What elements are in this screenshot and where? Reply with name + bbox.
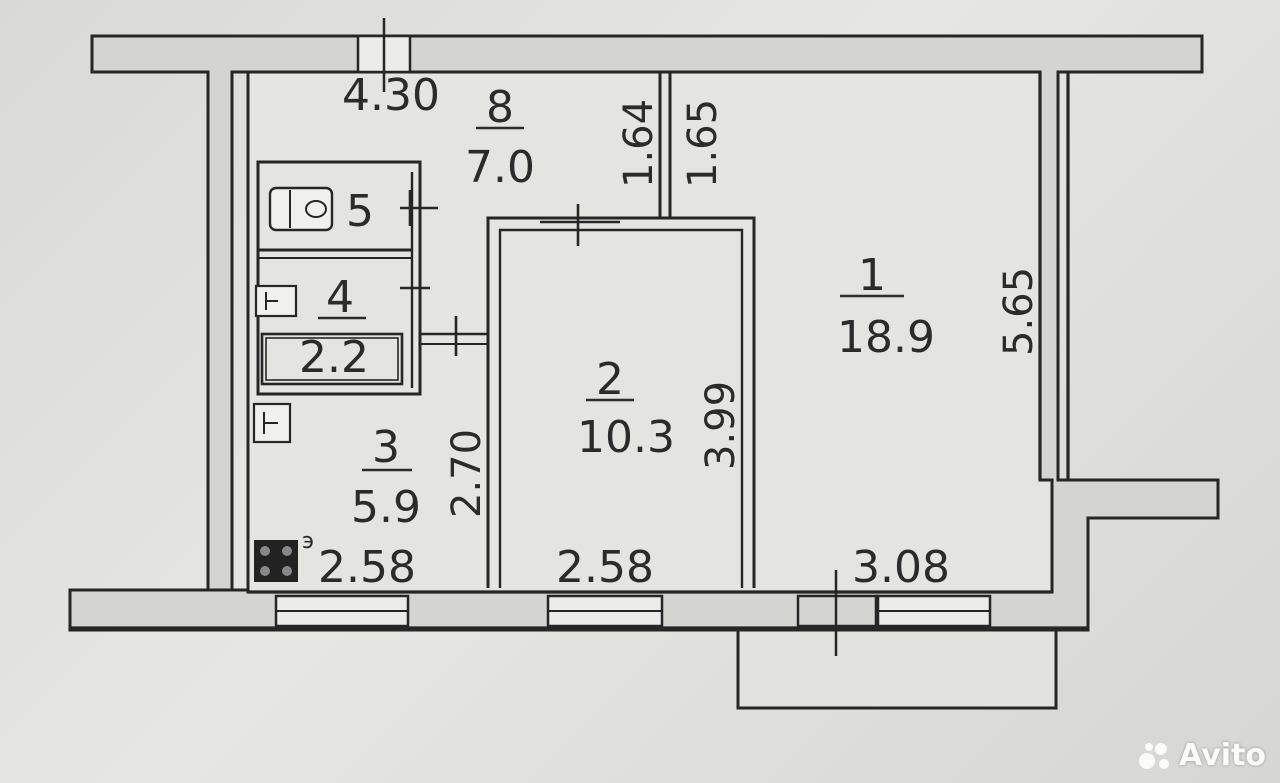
room-5-number: 5 [346,186,374,237]
room-1-number: 1 [858,250,886,301]
dim-room1-height: 5.65 [996,267,1042,356]
dim-room2-height: 3.99 [698,381,744,470]
avito-logo-icon [1139,741,1173,771]
door-marks [400,190,620,356]
exterior-walls [68,34,1220,632]
dim-room3-height: 2.70 [444,429,490,518]
labels: 4.30 8 7.0 1.64 1.65 5 4 2.2 3 5.9 2.70 … [299,70,1042,593]
dim-corridor-left: 1.64 [616,99,662,188]
room-3-area: 5.9 [351,482,421,533]
avito-text: Avito [1179,738,1266,773]
balcony [736,628,1058,710]
stove-icon [254,540,298,582]
room-4-number: 4 [326,272,354,323]
room-2-number: 2 [596,354,624,405]
avito-watermark: Avito [1139,738,1266,773]
kitchen-sink-icon [252,402,292,444]
dim-bottom-room2: 2.58 [556,542,654,593]
stove-mark: э [302,529,314,554]
sink-icon [254,284,298,318]
room-8-number: 8 [486,82,514,133]
toilet-icon [268,186,334,232]
room-1-area: 18.9 [837,312,935,363]
room-8-area: 7.0 [465,142,535,193]
windows [274,18,992,656]
interior-walls [256,72,756,588]
room-2-area: 10.3 [577,412,675,463]
dim-corridor-right: 1.65 [680,99,726,188]
dim-bottom-room3: 2.58 [318,542,416,593]
dim-bottom-room1: 3.08 [852,542,950,593]
dim-top-width: 4.30 [342,70,440,121]
room-3-number: 3 [372,422,400,473]
room-4-area: 2.2 [299,332,369,383]
